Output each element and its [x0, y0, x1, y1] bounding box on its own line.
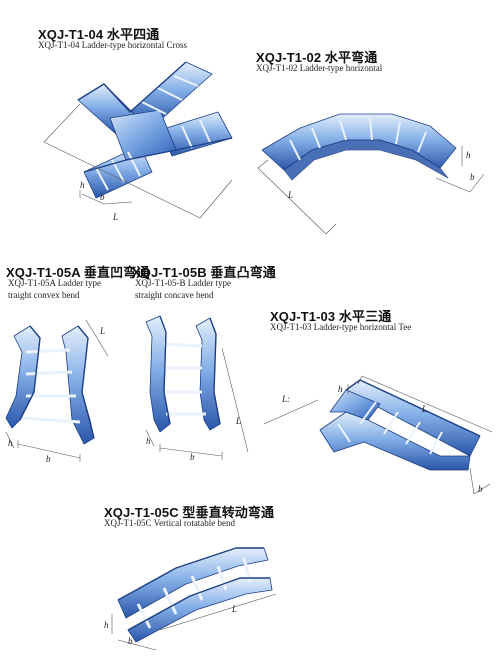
bend-length-label: L [287, 190, 293, 200]
concave-height-label: h [146, 436, 151, 446]
rotatable-bend-drawing [117, 547, 273, 643]
concave-bend-dimension-lines [145, 347, 249, 460]
horizontal-bend-drawing [261, 113, 457, 181]
rotatable-length-label: L [231, 604, 237, 614]
item-4-description-2: straight concave bend [135, 290, 214, 300]
item-3-description: XQJ-T1-05A Ladder type [8, 278, 101, 288]
concave-bend-drawing [145, 315, 221, 433]
convex-bend-dimension-lines [5, 319, 109, 462]
tee-length-label: L [421, 404, 427, 414]
item-3-code: XQJ-T1-05A 垂直凹弯通 [6, 265, 150, 280]
tee-height-label: h [338, 384, 343, 394]
cross-height-label: h [80, 180, 85, 190]
item-6-code: XQJ-T1-05C 型垂直转动弯通 [104, 505, 275, 520]
convex-width-label: b [46, 454, 51, 464]
rotatable-bend-dimension-lines [111, 593, 277, 651]
item-5-description: XQJ-T1-03 Ladder-type horizontal Tee [270, 322, 412, 332]
item-4-description: XQJ-T1-05-B Ladder type [135, 278, 231, 288]
cross-fitting-drawing [77, 61, 233, 199]
item-1-code: XQJ-T1-04 水平四通 [38, 27, 160, 42]
cross-length-label: L [112, 212, 118, 222]
item-4-code: XQJ-T1-05B 垂直凸弯通 [132, 265, 276, 280]
tee-fitting-drawing [319, 379, 481, 471]
concave-length-label: L [235, 416, 241, 426]
concave-width-label: b [190, 452, 195, 462]
convex-length-label: L [99, 326, 105, 336]
tee-dimension-lines [263, 375, 493, 495]
item-2-code: XQJ-T1-02 水平弯通 [256, 50, 378, 65]
tee-width-label: b [478, 484, 483, 494]
tee-length-colon-label: L: [281, 394, 290, 404]
item-5-code: XQJ-T1-03 水平三通 [270, 309, 392, 324]
rotatable-height-label: h [104, 620, 109, 630]
item-2-description: XQJ-T1-02 Ladder-type horizontal [256, 63, 383, 73]
convex-bend-drawing [5, 325, 95, 445]
cross-dimension-lines [43, 103, 233, 219]
rotatable-width-label: b [128, 636, 133, 646]
item-1-description: XQJ-T1-04 Ladder-type horizontal Cross [38, 40, 188, 50]
bend-width-label: b [470, 172, 475, 182]
item-3-description-2: traight convex bend [8, 290, 80, 300]
cross-width-label: b [100, 192, 105, 202]
convex-height-label: h [8, 438, 13, 448]
bend-height-label: h [466, 150, 471, 160]
item-6-description: XQJ-T1-05C Vertical rotatable bend [104, 518, 236, 528]
horizontal-bend-dimension-lines [257, 146, 485, 235]
